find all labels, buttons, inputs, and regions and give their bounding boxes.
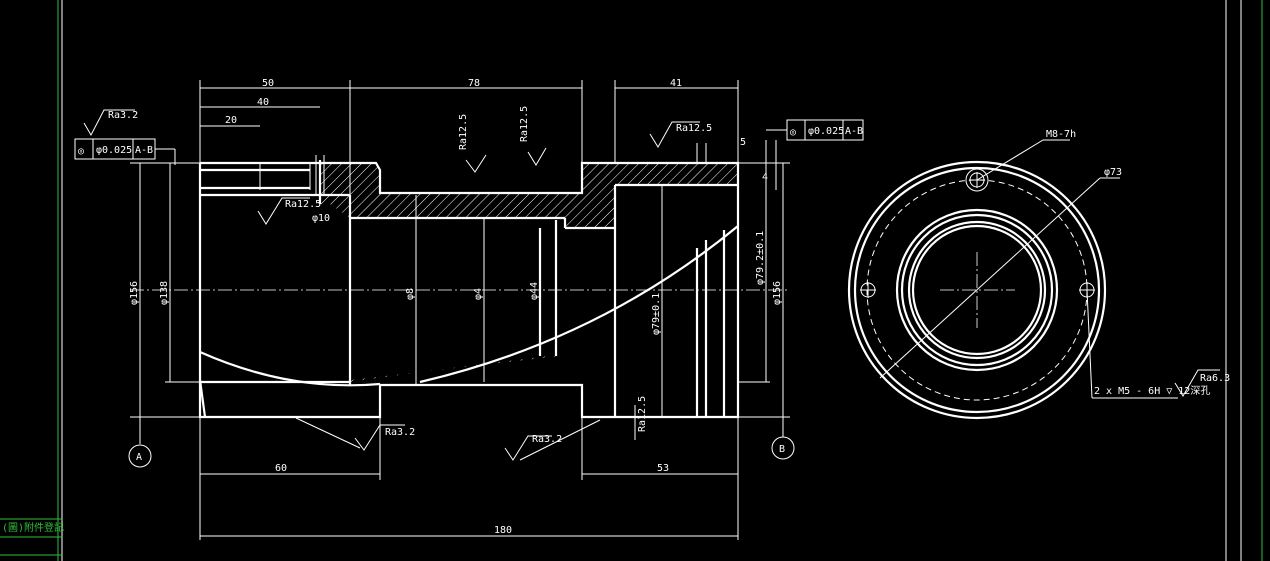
datum-b: B	[779, 444, 785, 455]
dim-phi-mid3: φ44	[529, 282, 540, 300]
tolerance-frame-right	[766, 119, 864, 141]
tol-left-datum: A-B	[135, 145, 153, 156]
dimension-lines-bottom	[199, 417, 739, 540]
dim-5: 5	[740, 137, 746, 148]
dim-180: 180	[494, 525, 512, 536]
ra-note: Ra6.3	[1200, 373, 1230, 384]
ra-bottom-mid: Ra3.2	[532, 434, 562, 445]
dim-phi-mid1: φ8	[405, 288, 416, 300]
tolerance-frame-left	[74, 138, 176, 165]
tol-right-symbol: ◎	[790, 127, 796, 138]
dim-phi792: φ79.2±0.1	[755, 231, 766, 285]
diameter-labels: φ156 φ138 φ8 φ4 φ44 φ79±0.1 φ79.2±0.1 φ1…	[129, 231, 783, 335]
datum-a: A	[136, 452, 142, 463]
ra-bottom-right: Ra12.5	[637, 396, 648, 432]
dim-phi10: φ10	[312, 213, 330, 224]
section-view	[130, 143, 790, 419]
dimension-lines-top	[199, 80, 739, 195]
dim-phi79: φ79±0.1	[651, 293, 662, 335]
ra-mid-a: Ra12.5	[458, 114, 469, 150]
dim-phi-mid2: φ4	[473, 288, 484, 300]
dim-phi-left-inner: φ138	[159, 281, 170, 305]
tol-right-datum: A-B	[845, 126, 863, 137]
dim-50: 50	[262, 78, 274, 89]
diameter-dim-lines	[130, 140, 790, 418]
dim-53: 53	[657, 463, 669, 474]
hole-note: 2 x M5 - 6H ▽ 12深孔	[1094, 385, 1210, 397]
ra-mid-b: Ra12.5	[519, 106, 530, 142]
datum-markers	[128, 417, 795, 468]
dim-phi-right: φ156	[772, 281, 783, 305]
tol-right-value: φ0.025	[808, 126, 844, 137]
ra-left: Ra3.2	[108, 110, 138, 121]
roughness-symbols	[83, 109, 1220, 461]
end-view	[847, 139, 1178, 420]
dim-phi73: φ73	[1104, 167, 1122, 178]
dim-4: 4	[762, 172, 768, 183]
dim-40: 40	[257, 97, 269, 108]
ra-bore-left: Ra12.5	[285, 199, 321, 210]
tol-left-symbol: ◎	[78, 146, 84, 157]
title-block-label: (圖)附件登記	[2, 521, 64, 534]
dim-41: 41	[670, 78, 682, 89]
dim-60: 60	[275, 463, 287, 474]
dim-78: 78	[468, 78, 480, 89]
ra-top-right: Ra12.5	[676, 123, 712, 134]
dim-20: 20	[225, 115, 237, 126]
ra-bottom-left: Ra3.2	[385, 427, 415, 438]
dim-phi-left-outer: φ156	[129, 281, 140, 305]
dim-m8: M8-7h	[1046, 129, 1076, 140]
tol-left-value: φ0.025	[96, 145, 132, 156]
